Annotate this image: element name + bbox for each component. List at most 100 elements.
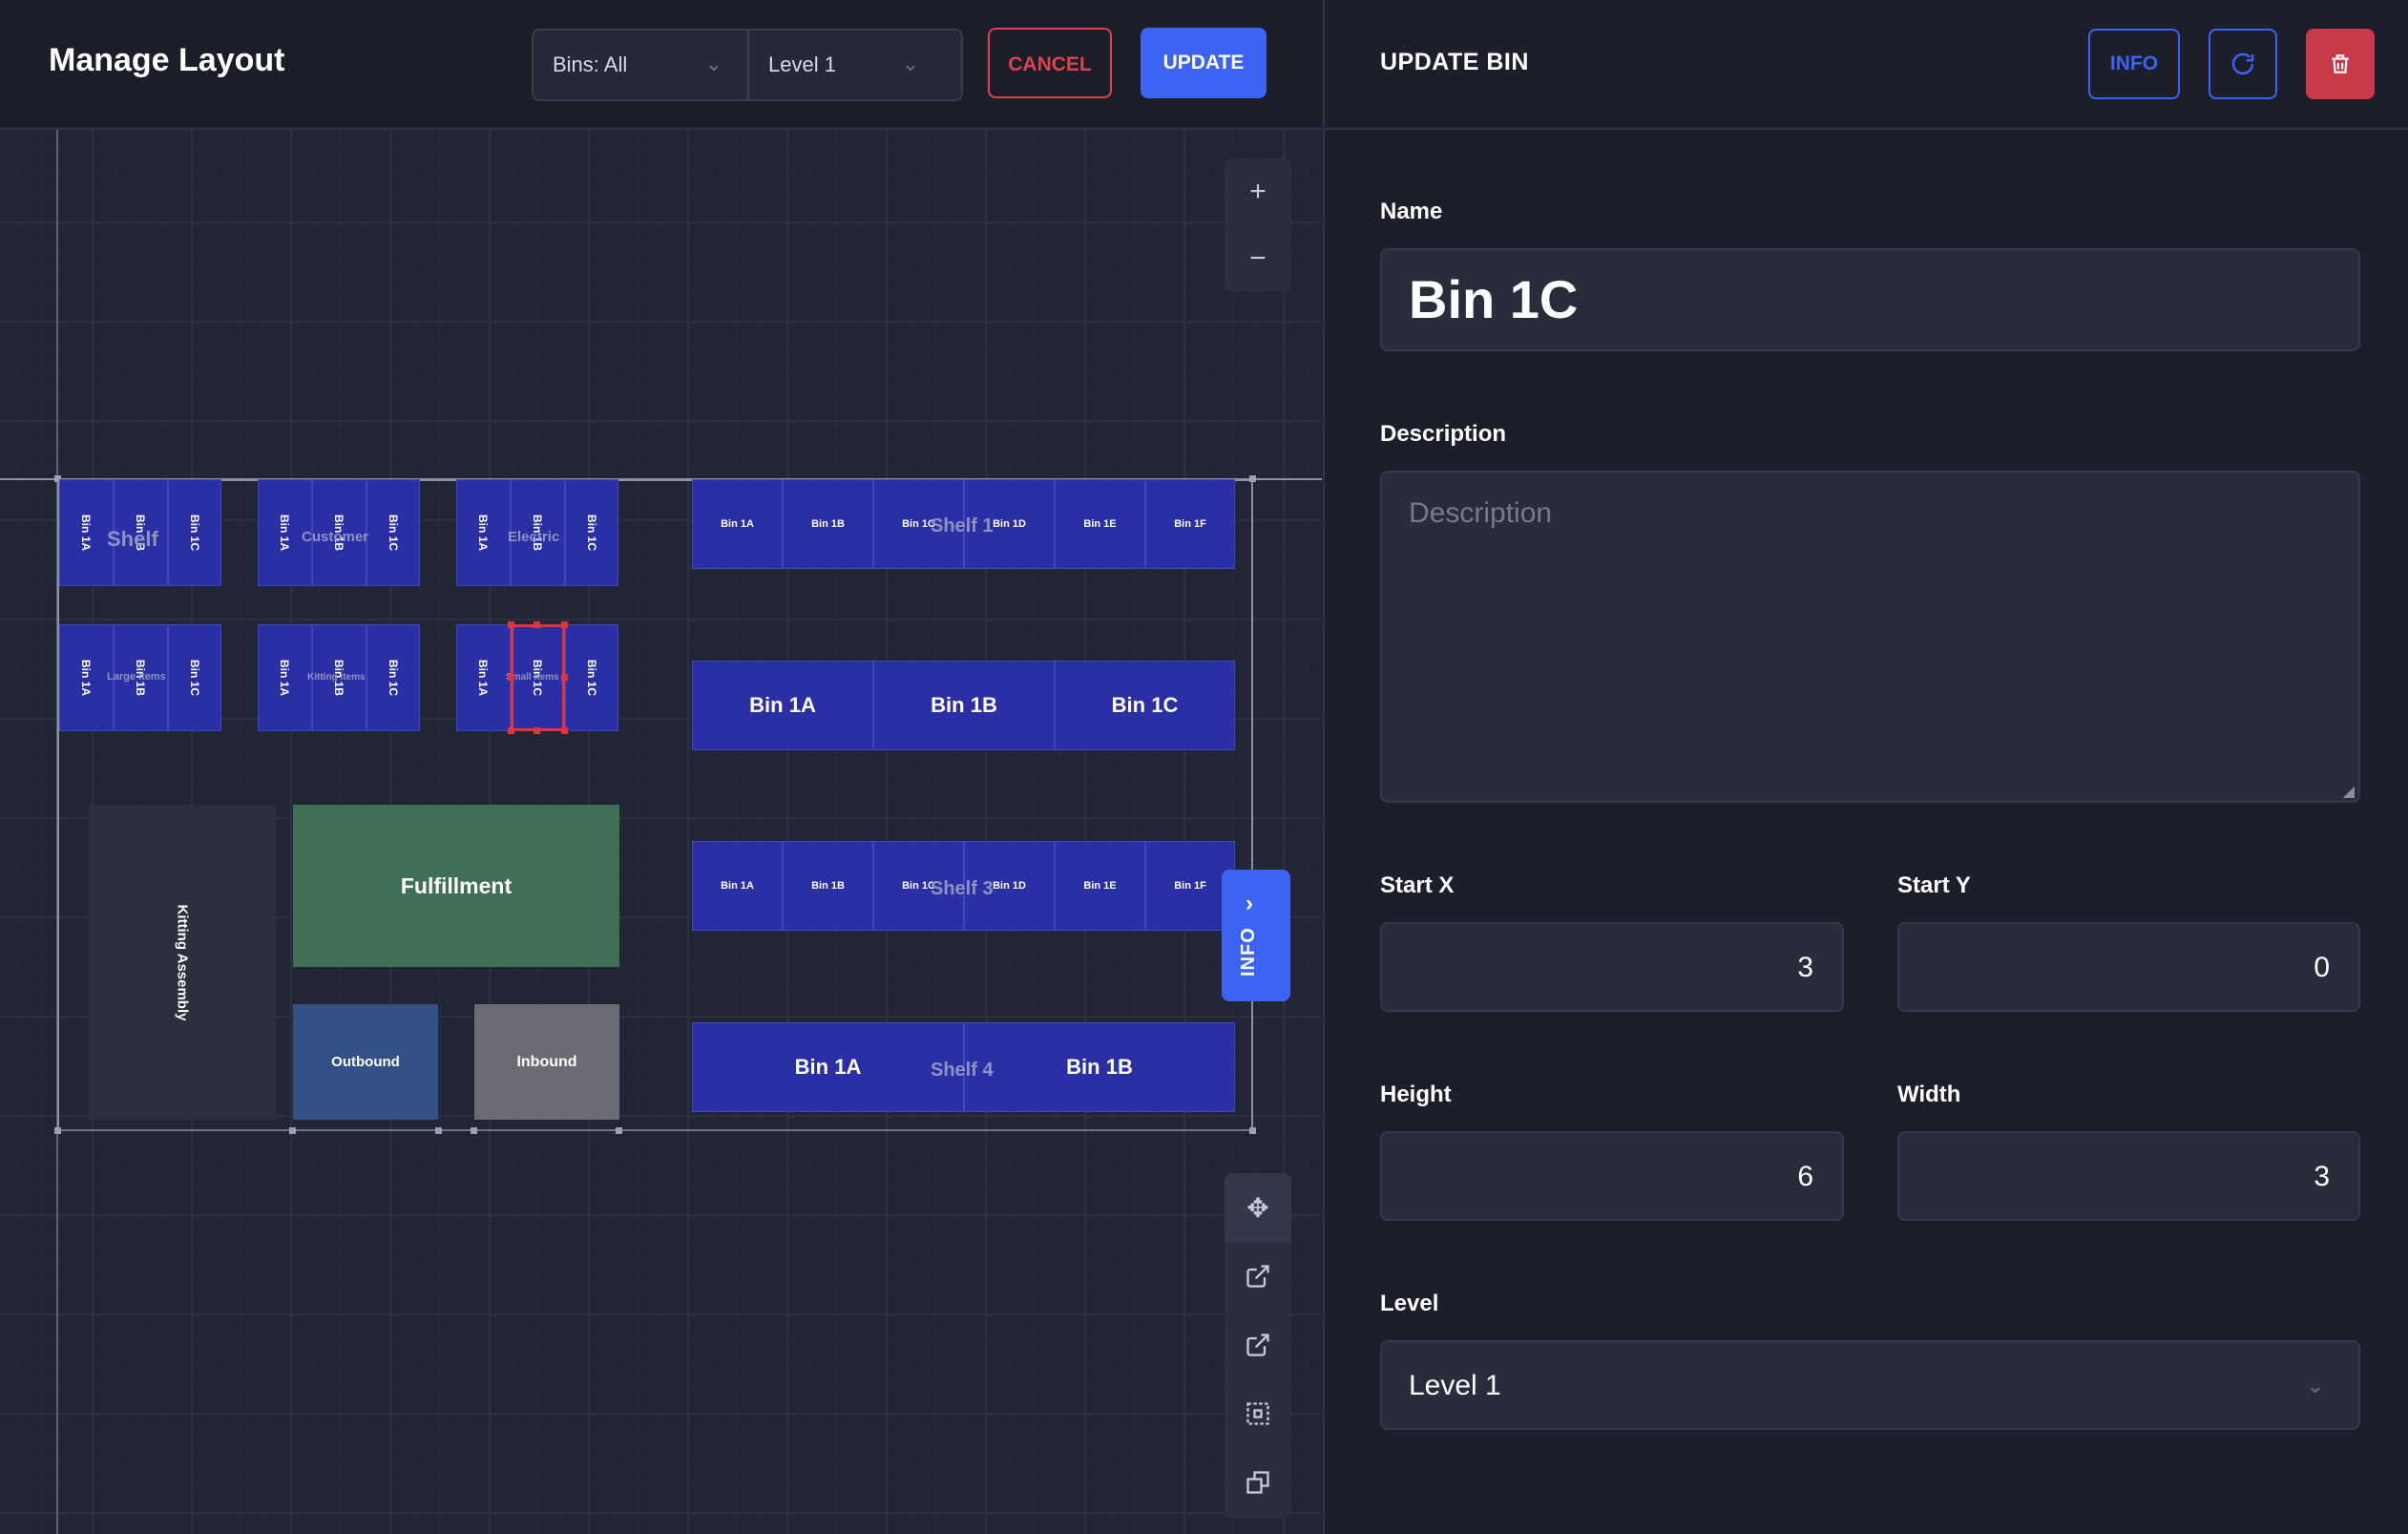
update-button[interactable]: UPDATE: [1141, 28, 1267, 98]
bin[interactable]: Bin 1A: [692, 479, 783, 569]
resize-handle[interactable]: [54, 1127, 61, 1134]
bin[interactable]: Bin 1D: [964, 479, 1055, 569]
name-field[interactable]: Bin 1C: [1380, 248, 2360, 351]
panel-title: UPDATE BIN: [1380, 49, 1529, 75]
resize-handle[interactable]: [54, 475, 61, 482]
width-field[interactable]: 3: [1897, 1131, 2360, 1221]
bin[interactable]: Bin 1B: [114, 624, 168, 731]
zone-inbound[interactable]: Inbound: [474, 1004, 619, 1120]
bin[interactable]: Bin 1A: [692, 1022, 964, 1112]
bin[interactable]: Bin 1B: [114, 479, 168, 586]
bin-selected[interactable]: Bin 1C: [511, 624, 565, 731]
selection-handle[interactable]: [508, 727, 514, 734]
height-field[interactable]: 6: [1380, 1131, 1844, 1221]
bin[interactable]: Bin 1C: [873, 841, 964, 931]
selection-handle[interactable]: [534, 621, 540, 628]
bin[interactable]: Bin 1C: [873, 479, 964, 569]
filter-group: Bins: All ⌄ Level 1 ⌄: [532, 29, 963, 101]
bin[interactable]: Bin 1A: [59, 624, 114, 731]
bin[interactable]: Bin 1C: [366, 479, 420, 586]
bin[interactable]: Bin 1B: [783, 479, 873, 569]
level-filter-select[interactable]: Level 1 ⌄: [768, 31, 940, 99]
grid-select-icon[interactable]: [1225, 1379, 1291, 1448]
bin[interactable]: Bin 1C: [565, 479, 618, 586]
bin[interactable]: Bin 1A: [59, 479, 114, 586]
bin[interactable]: Bin 1A: [456, 479, 511, 586]
chevron-down-icon: ⌄: [704, 52, 722, 75]
level-select[interactable]: Level 1 ⌄: [1380, 1340, 2360, 1430]
bin-label: Bin 1B: [531, 514, 545, 552]
move-icon[interactable]: ✥: [1225, 1173, 1291, 1242]
resize-grip-icon[interactable]: ◢: [2342, 784, 2355, 800]
info-button[interactable]: INFO: [2088, 29, 2180, 99]
zone-outbound[interactable]: Outbound: [293, 1004, 438, 1120]
selection-handle[interactable]: [561, 674, 568, 681]
layout-canvas[interactable]: Bin 1A Bin 1B Bin 1C Shelf Bin 1A Bin 1B…: [0, 130, 1322, 1534]
bin[interactable]: Bin 1F: [1145, 479, 1235, 569]
bin[interactable]: Bin 1A: [258, 624, 312, 731]
bins-filter-value: Bins: All: [553, 53, 628, 76]
trash-icon: [2332, 54, 2349, 74]
duplicate-icon[interactable]: [1225, 1448, 1291, 1517]
bin[interactable]: Bin 1A: [258, 479, 312, 586]
resize-handle[interactable]: [289, 1127, 296, 1134]
resize-handle[interactable]: [1249, 1127, 1256, 1134]
bin-label: Bin 1C: [187, 514, 201, 552]
bin[interactable]: Bin 1B: [312, 624, 366, 731]
delete-button[interactable]: [2306, 29, 2375, 99]
selection-handle[interactable]: [534, 727, 540, 734]
bin[interactable]: Bin 1B: [873, 661, 1055, 750]
layout-editor: Manage Layout Bins: All ⌄ Level 1 ⌄ CANC…: [0, 28, 1322, 1534]
refresh-button[interactable]: [2209, 29, 2277, 99]
bin[interactable]: Bin 1E: [1055, 479, 1145, 569]
chevron-down-icon: ⌄: [2306, 1374, 2324, 1397]
bin-label: Bin 1B: [332, 514, 346, 552]
start-y-label: Start Y: [1897, 872, 1971, 898]
start-x-field[interactable]: 3: [1380, 922, 1844, 1012]
zone-kitting-assembly[interactable]: Kitting Assembly: [89, 805, 276, 1120]
selection-handle[interactable]: [508, 674, 514, 681]
bin[interactable]: Bin 1C: [1055, 661, 1235, 750]
info-side-tab[interactable]: › INFO: [1222, 870, 1290, 1001]
chevron-right-icon: ›: [1246, 891, 1253, 916]
bin[interactable]: Bin 1A: [456, 624, 511, 731]
resize-handle[interactable]: [435, 1127, 442, 1134]
bin[interactable]: Bin 1B: [511, 479, 565, 586]
bins-filter-select[interactable]: Bins: All ⌄: [553, 31, 743, 99]
level-boundary[interactable]: [57, 479, 1253, 1131]
resize-handle[interactable]: [471, 1127, 477, 1134]
level-value: Level 1: [1409, 1370, 1501, 1401]
bin[interactable]: Bin 1E: [1055, 841, 1145, 931]
cancel-button[interactable]: CANCEL: [988, 28, 1112, 98]
bin[interactable]: Bin 1C: [565, 624, 618, 731]
resize-handle[interactable]: [616, 1127, 622, 1134]
external-link-icon[interactable]: [1225, 1311, 1291, 1379]
bin[interactable]: Bin 1B: [783, 841, 873, 931]
bin[interactable]: Bin 1C: [366, 624, 420, 731]
bin[interactable]: Bin 1D: [964, 841, 1055, 931]
refresh-icon: [2231, 53, 2254, 75]
zoom-in-button[interactable]: +: [1249, 176, 1267, 207]
bin[interactable]: Bin 1A: [692, 841, 783, 931]
zone-fulfillment[interactable]: Fulfillment: [293, 805, 619, 967]
bin[interactable]: Bin 1B: [312, 479, 366, 586]
selection-handle[interactable]: [508, 621, 514, 628]
zoom-out-button[interactable]: −: [1249, 242, 1267, 274]
selection-handle[interactable]: [561, 727, 568, 734]
external-link-icon[interactable]: [1225, 1242, 1291, 1311]
bin-label: Bin 1C: [584, 659, 598, 697]
selection-handle[interactable]: [561, 621, 568, 628]
description-field[interactable]: Description ◢: [1380, 471, 2360, 803]
bin[interactable]: Bin 1B: [964, 1022, 1235, 1112]
chevron-down-icon: ⌄: [901, 52, 919, 75]
bin-label: Bin 1A: [79, 514, 94, 552]
bin-label: Bin 1B: [332, 659, 346, 697]
page-title: Manage Layout: [49, 42, 285, 78]
start-y-field[interactable]: 0: [1897, 922, 2360, 1012]
level-filter-value: Level 1: [768, 53, 836, 76]
bin[interactable]: Bin 1F: [1145, 841, 1235, 931]
bin[interactable]: Bin 1A: [692, 661, 873, 750]
resize-handle[interactable]: [1249, 475, 1256, 482]
bin[interactable]: Bin 1C: [168, 624, 221, 731]
bin[interactable]: Bin 1C: [168, 479, 221, 586]
